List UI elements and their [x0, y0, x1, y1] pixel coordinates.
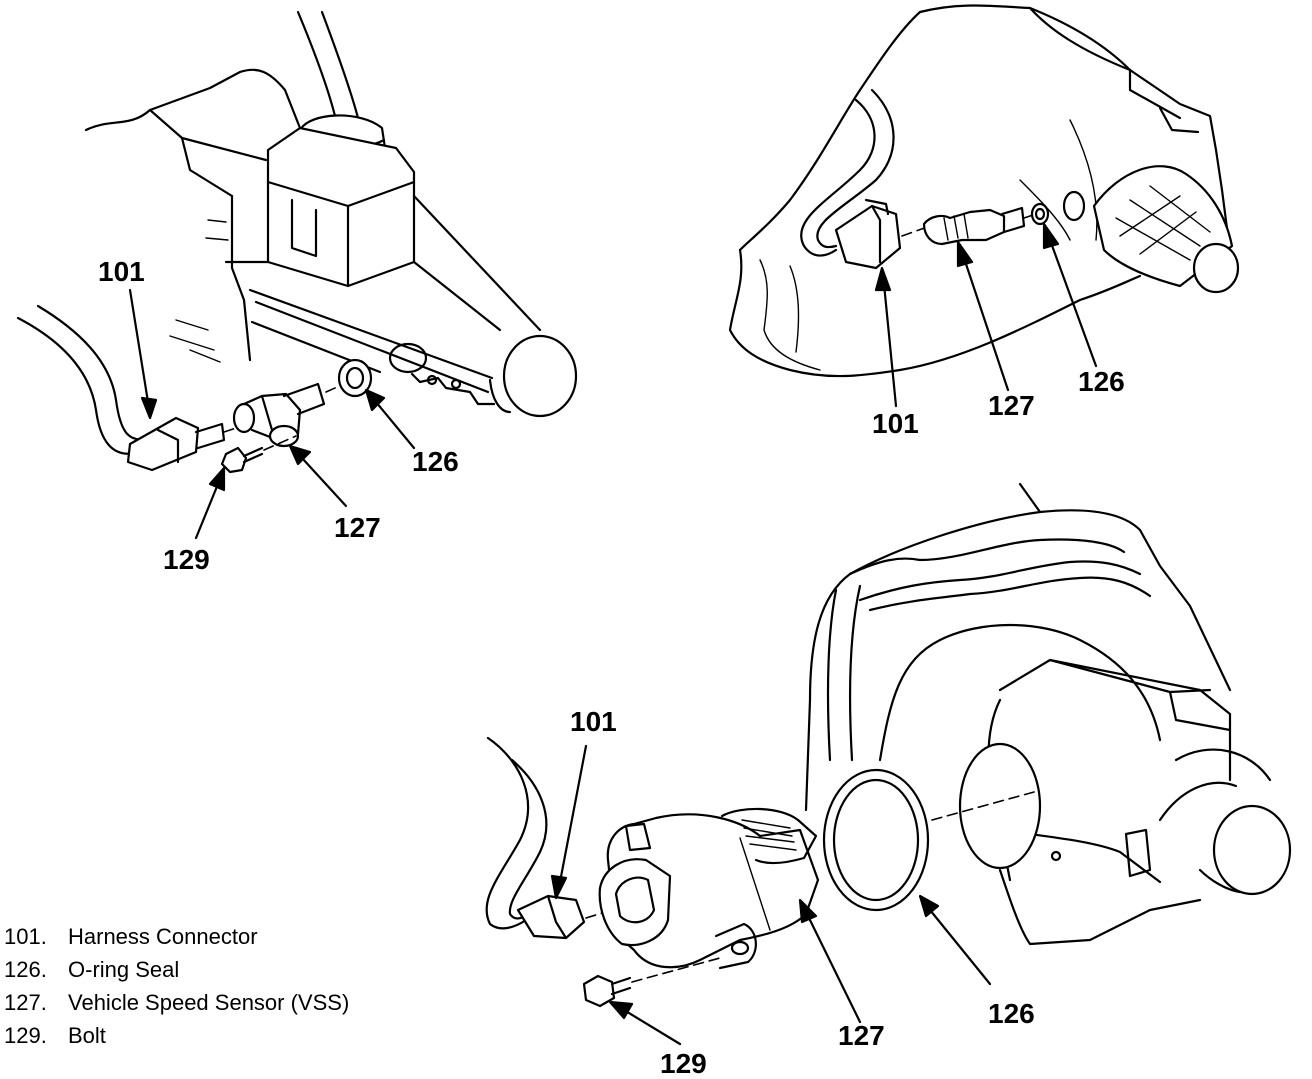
transmission-housing-c: [804, 482, 1292, 946]
wire-harness-b: [800, 88, 895, 257]
leader-lines-b: [874, 222, 1098, 408]
bolt-c: [582, 957, 721, 1008]
legend-number: 127.: [4, 990, 47, 1015]
harness-connector-c: [516, 894, 613, 940]
legend-label: Harness Connector: [68, 924, 258, 949]
legend-number: 126.: [4, 957, 47, 982]
callout-129-c: 129: [660, 1048, 707, 1079]
legend-number: 129.: [4, 1023, 47, 1048]
bolt-a: [220, 435, 297, 474]
speed-sensor-b: [922, 206, 1037, 246]
callout-127-c: 127: [838, 1020, 885, 1051]
legend-row: 126. O-ring Seal: [4, 953, 349, 986]
callout-101-c: 101: [570, 706, 617, 737]
legend-label: Vehicle Speed Sensor (VSS): [68, 990, 350, 1015]
callout-101-a: 101: [98, 256, 145, 287]
callout-126-a: 126: [412, 446, 459, 477]
callout-101-b: 101: [872, 408, 919, 439]
legend-row: 129. Bolt: [4, 1019, 349, 1052]
speed-sensor-a: [232, 382, 345, 448]
transmission-housing-a: [84, 10, 578, 418]
legend-label: Bolt: [68, 1023, 106, 1048]
o-ring-b: [1030, 202, 1050, 226]
parts-legend: 101. Harness Connector 126. O-ring Seal …: [4, 920, 349, 1052]
legend-number: 101.: [4, 924, 47, 949]
o-ring-a: [337, 358, 373, 398]
wire-harness-c: [485, 736, 548, 930]
wire-harness-a: [16, 304, 150, 455]
leader-lines-a: [128, 288, 416, 540]
callout-127-b: 127: [988, 390, 1035, 421]
transmission-housing-b: [728, 4, 1240, 378]
callout-127-a: 127: [334, 512, 381, 543]
callout-129-a: 129: [163, 544, 210, 575]
harness-connector-a: [126, 416, 237, 472]
callout-126-c: 126: [988, 998, 1035, 1029]
legend-row: 127. Vehicle Speed Sensor (VSS): [4, 986, 349, 1019]
legend-row: 101. Harness Connector: [4, 920, 349, 953]
legend-label: O-ring Seal: [68, 957, 180, 982]
speed-sensor-c: [598, 807, 820, 970]
harness-connector-b: [834, 198, 931, 270]
o-ring-c: [822, 768, 1035, 912]
leader-lines-c: [550, 744, 992, 1046]
callout-126-b: 126: [1078, 366, 1125, 397]
